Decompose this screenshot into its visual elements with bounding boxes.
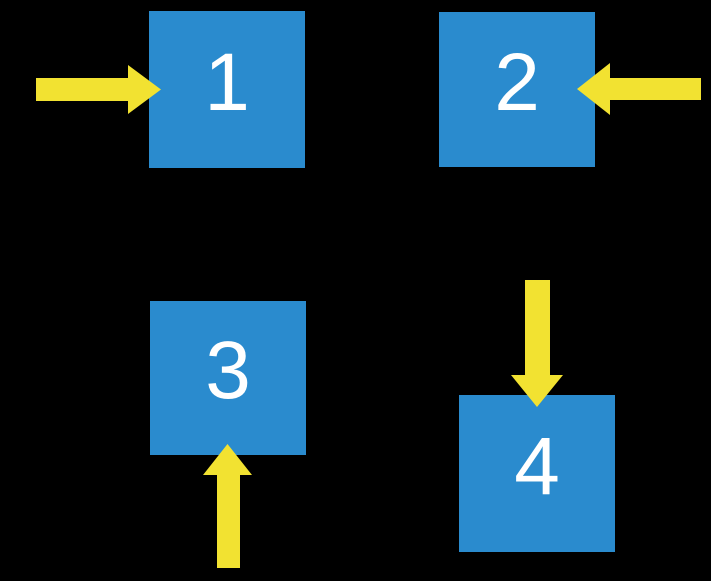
box-3-label: 3 [205,325,251,416]
arrow-up-icon [203,444,252,568]
arrow-left-icon [577,63,701,115]
box-3[interactable]: 3 [150,301,306,455]
box-2-label: 2 [494,36,540,128]
box-2[interactable]: 2 [439,12,595,167]
box-1-label: 1 [204,36,250,128]
arrow-right-icon [36,65,161,114]
box-1[interactable]: 1 [149,11,305,168]
arrow-down-icon [511,280,563,407]
box-4-label: 4 [514,420,560,512]
box-4[interactable]: 4 [459,395,615,552]
